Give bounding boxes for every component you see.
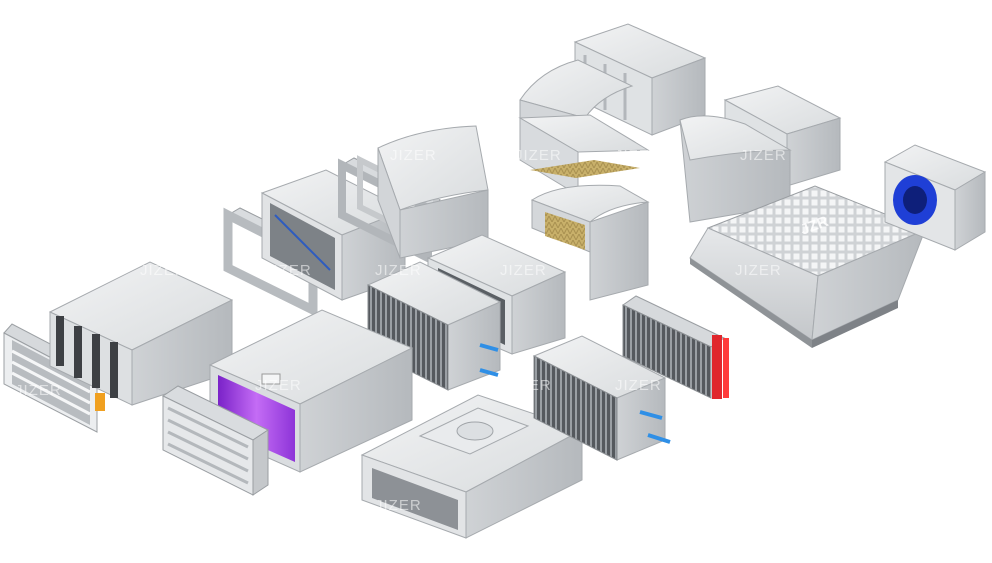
- watermark: JIZER: [375, 262, 422, 279]
- water-coil-section: [532, 335, 671, 461]
- filter-box: [679, 85, 842, 223]
- watermark: JIZER: [15, 382, 62, 399]
- electric-heater-coil: [622, 295, 729, 399]
- watermark: JIZER: [515, 147, 562, 164]
- uv-sterilizer-section: [208, 309, 414, 473]
- elbow-section: [377, 125, 489, 259]
- watermarks: JIZER JIZER JIZER JIZER JIZER JIZER JIZE…: [15, 147, 787, 514]
- watermark: JIZER: [735, 262, 782, 279]
- watermark: JIZER: [615, 147, 662, 164]
- elbow-stack: [518, 59, 650, 301]
- cooling-coil-section: [366, 261, 502, 391]
- watermark: JIZER: [740, 147, 787, 164]
- watermark: JIZER: [390, 147, 437, 164]
- watermark: JIZER: [375, 497, 422, 514]
- watermark: JIZER: [265, 262, 312, 279]
- plate-filter-section: [48, 261, 234, 406]
- front-damper: [161, 385, 270, 496]
- centrifugal-fan-box: [883, 144, 987, 251]
- watermark: JIZER: [500, 262, 547, 279]
- watermark: JIZER: [255, 377, 302, 394]
- watermark: JIZER: [615, 377, 662, 394]
- watermark: JIZER: [140, 262, 187, 279]
- watermark: JIZER: [505, 377, 552, 394]
- diffuser-plenum: [360, 394, 584, 539]
